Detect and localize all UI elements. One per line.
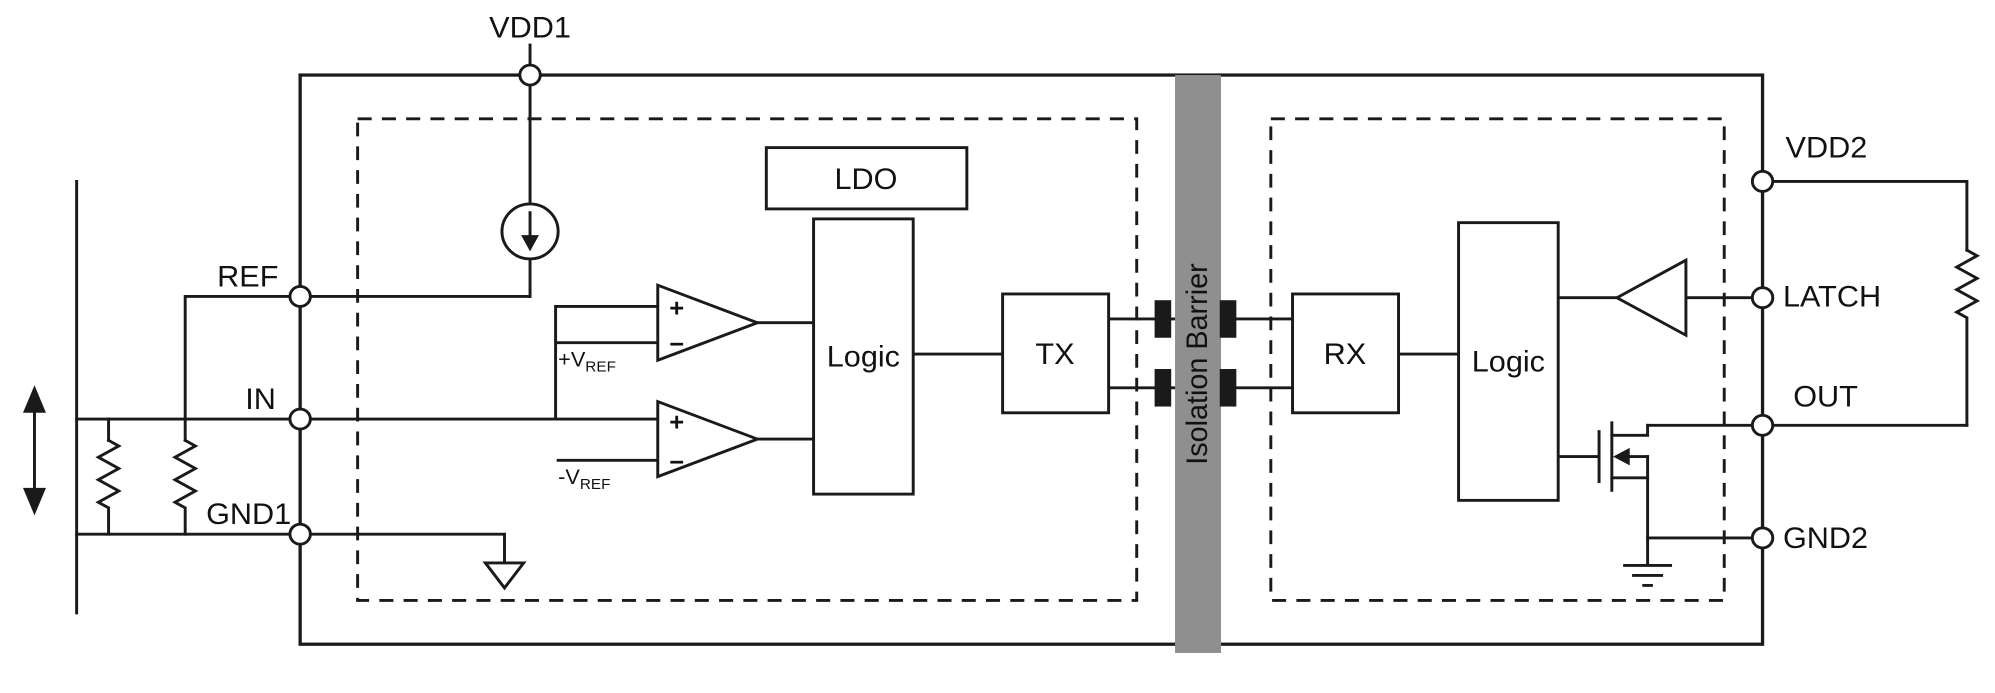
current-source-arrow-icon (521, 235, 539, 252)
gnd1-internal-wire (308, 532, 506, 565)
comparator-bottom-plus-sign: + (669, 409, 684, 437)
pin-vdd2-label: VDD2 (1786, 132, 1868, 165)
comparator-bottom-icon (656, 399, 762, 479)
pin-gnd2-label: GND2 (1783, 522, 1868, 555)
left-die-boundary (356, 117, 1139, 602)
isolation-cap-top-right-icon (1219, 300, 1237, 338)
comparator-top-plus-sign: + (669, 295, 684, 323)
comparator-bottom: + − -VREF (558, 399, 762, 493)
comparator-top-plus-wire (554, 305, 660, 421)
bidirectional-arrow-up-icon (22, 385, 46, 413)
pin-in-label: IN (245, 383, 276, 416)
pin-out (1750, 413, 1775, 437)
mosfet-arrow-icon (1613, 447, 1630, 466)
bidirectional-arrow-down-icon (22, 487, 46, 516)
vdd2-external-wire (1771, 179, 1969, 252)
logic-left-label: Logic (827, 341, 900, 374)
isolation-barrier-label: Isolation Barrier (1182, 263, 1214, 465)
vref-neg-label: -VREF (558, 465, 610, 493)
ldo-label: LDO (834, 163, 897, 196)
pin-gnd1-label: GND1 (206, 498, 291, 531)
external-output-network (1771, 179, 1981, 427)
pullup-resistor-icon (1953, 248, 1981, 427)
pin-latch-label: LATCH (1783, 281, 1881, 314)
tx-block (1001, 292, 1111, 415)
isolation-cap-bottom-left-icon (1154, 369, 1172, 407)
mosfet-drain-wire (1610, 423, 1650, 437)
comparator-top: + − +VREF (558, 283, 762, 376)
right-die-boundary (1269, 117, 1726, 602)
pin-vdd1-label: VDD1 (489, 12, 571, 45)
isolation-cap-top-left-icon (1154, 300, 1172, 338)
logic-left-block (812, 217, 915, 496)
vref-pos-label: +VREF (558, 348, 616, 376)
rx-label: RX (1324, 338, 1367, 371)
ref-external-wire (183, 295, 292, 442)
right-die-circuit (1397, 257, 1754, 587)
isolation-barrier-bar (1175, 75, 1222, 653)
pin-vdd2 (1750, 169, 1775, 193)
package-outline (298, 73, 1765, 646)
comparator-top-icon (656, 283, 762, 363)
latch-buffer-icon (1613, 257, 1688, 338)
pin-ref (288, 285, 312, 308)
pin-gnd2 (1750, 526, 1775, 550)
pin-out-label: OUT (1793, 381, 1858, 414)
pins: VDD1 REF IN GND1 VDD2 LATCH OUT GND2 (206, 12, 1881, 555)
pin-gnd1 (288, 522, 312, 546)
pin-ref-label: REF (217, 261, 278, 294)
logic-right-block (1457, 221, 1560, 502)
logic-right-label: Logic (1472, 346, 1545, 379)
comparator-top-minus-sign: − (669, 331, 684, 359)
isolation-cap-bottom-right-icon (1219, 369, 1237, 407)
left-die-circuit (308, 43, 1005, 591)
resistor2-icon (171, 438, 199, 536)
signal-ground-icon (482, 561, 527, 591)
pin-in (288, 407, 312, 431)
resistor1-icon (95, 438, 122, 536)
external-input-network (22, 179, 292, 615)
pin-vdd1 (518, 63, 542, 87)
tx-label: TX (1035, 338, 1074, 371)
rx-block (1291, 292, 1401, 415)
comparator-bottom-minus-sign: − (669, 449, 684, 477)
pin-latch (1750, 286, 1775, 310)
ldo-block (764, 146, 969, 211)
